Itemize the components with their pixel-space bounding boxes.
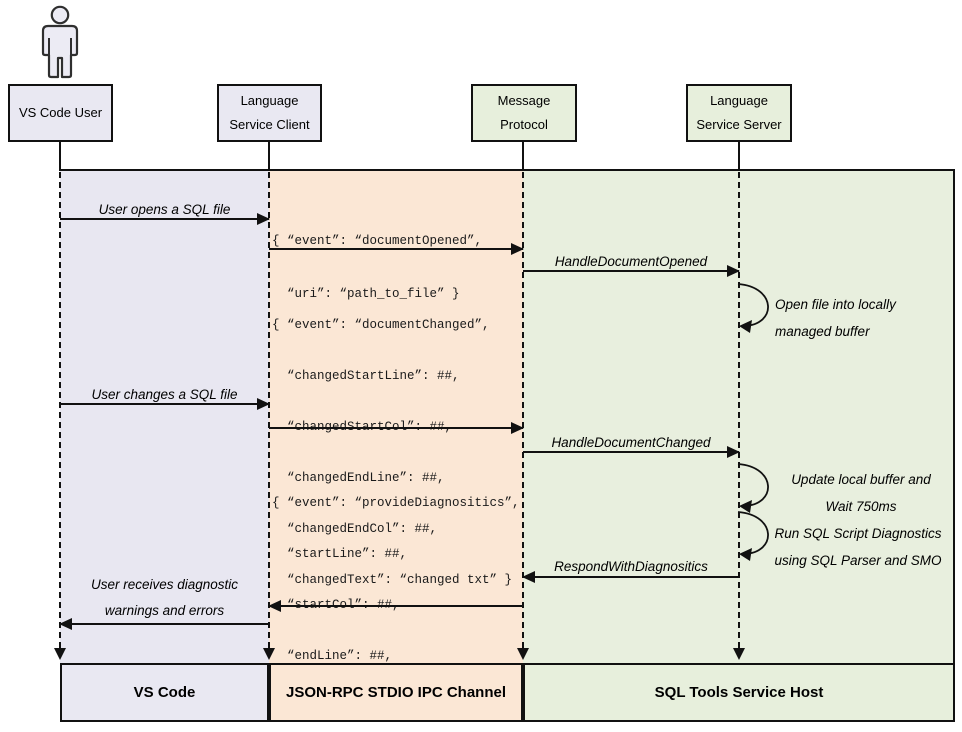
actor-connector — [268, 142, 270, 171]
actor-label-line2: Service Server — [696, 117, 782, 132]
arrow-user-changes — [60, 398, 270, 410]
footer-jsonrpc-channel: JSON-RPC STDIO IPC Channel — [269, 663, 523, 722]
note-line: managed buffer — [775, 324, 870, 339]
arrow-document-opened — [269, 243, 524, 255]
lifeline-arrowhead — [733, 648, 745, 660]
lane-right-border — [953, 169, 955, 722]
label-user-changes-sql-file: User changes a SQL file — [91, 387, 238, 402]
label-respond-with-diagnostics: RespondWithDiagnositics — [554, 559, 708, 574]
actor-language-service-client: Language Service Client — [217, 84, 322, 142]
payload-line: “changedStartLine”: ##, — [272, 369, 460, 383]
note-line: Wait 750ms — [825, 499, 897, 514]
actor-language-service-server: Language Service Server — [686, 84, 792, 142]
lifeline-arrowhead — [517, 648, 529, 660]
label-user-receives-diagnostics: User receives diagnostic warnings and er… — [60, 572, 269, 624]
arrow-handle-document-changed — [523, 446, 740, 458]
arrow-document-changed — [269, 422, 524, 434]
payload-line: { “event”: “documentChanged”, — [272, 318, 490, 332]
actor-connector — [522, 142, 524, 171]
lifeline-service-client — [268, 172, 270, 648]
note-line: Update local buffer and — [791, 472, 931, 487]
footer-label: VS Code — [133, 684, 196, 701]
note-line: Open file into locally — [775, 297, 896, 312]
payload-line: “changedText”: “changed txt” } — [272, 573, 513, 587]
payload-line: { “event”: “provideDiagnositics”, — [272, 496, 520, 510]
note-line: using SQL Parser and SMO — [774, 553, 942, 568]
self-loop-open-file-icon — [737, 283, 769, 333]
lane-top-border — [60, 169, 955, 171]
lifeline-arrowhead — [54, 648, 66, 660]
arrow-user-opens — [60, 213, 270, 225]
payload-line: “endLine”: ##, — [272, 649, 393, 663]
payload-line: { “event”: “documentOpened”, — [272, 234, 483, 248]
lifeline-vscode-user — [59, 172, 61, 648]
actor-label-line1: Language — [710, 93, 768, 108]
actor-label-line2: Protocol — [500, 117, 548, 132]
note-open-file: Open file into locally managed buffer — [775, 291, 896, 345]
arrow-user-receives — [59, 618, 269, 630]
label-handle-document-changed: HandleDocumentChanged — [551, 435, 711, 450]
lane-vscode — [60, 170, 269, 722]
payload-line: “uri”: “path_to_file” } — [272, 287, 460, 301]
user-actor-icon — [41, 5, 79, 79]
actor-label-line2: Service Client — [229, 117, 310, 132]
self-loop-run-diagnostics-icon — [737, 511, 769, 561]
actor-label-line1: Message — [497, 93, 551, 108]
footer-label: SQL Tools Service Host — [654, 684, 824, 701]
label-user-opens-sql-file: User opens a SQL file — [98, 202, 231, 217]
label-line: User receives diagnostic — [90, 577, 239, 592]
payload-line: “startLine”: ##, — [272, 547, 408, 561]
note-update-buffer: Update local buffer and Wait 750ms — [765, 466, 957, 520]
note-run-diagnostics: Run SQL Script Diagnostics using SQL Par… — [758, 520, 958, 574]
label-line: warnings and errors — [104, 603, 225, 618]
label-handle-document-opened: HandleDocumentOpened — [554, 254, 708, 269]
actor-vscode-user: VS Code User — [8, 84, 113, 142]
arrow-respond-with-diagnostics — [522, 571, 739, 583]
self-loop-update-buffer-icon — [737, 463, 769, 513]
payload-document-opened: { “event”: “documentOpened”, “uri”: “pat… — [272, 201, 482, 335]
lifeline-service-server — [738, 172, 740, 648]
arrow-handle-document-opened — [523, 265, 740, 277]
lifeline-arrowhead — [263, 648, 275, 660]
actor-label-line1: Language — [240, 93, 299, 108]
payload-line: “changedEndCol”: ##, — [272, 522, 438, 536]
lifeline-message-protocol — [522, 172, 524, 648]
footer-sql-tools-service-host: SQL Tools Service Host — [523, 663, 955, 722]
actor-connector — [59, 142, 61, 171]
note-line: Run SQL Script Diagnostics — [774, 526, 942, 541]
actor-label: VS Code User — [18, 105, 103, 120]
actor-message-protocol: Message Protocol — [471, 84, 577, 142]
lane-ipc-channel — [269, 170, 523, 722]
footer-vscode: VS Code — [60, 663, 269, 722]
arrow-diagnostics-to-client — [268, 600, 523, 612]
actor-connector — [738, 142, 740, 171]
payload-line: “changedEndLine”: ##, — [272, 471, 445, 485]
footer-label: JSON-RPC STDIO IPC Channel — [285, 684, 507, 701]
